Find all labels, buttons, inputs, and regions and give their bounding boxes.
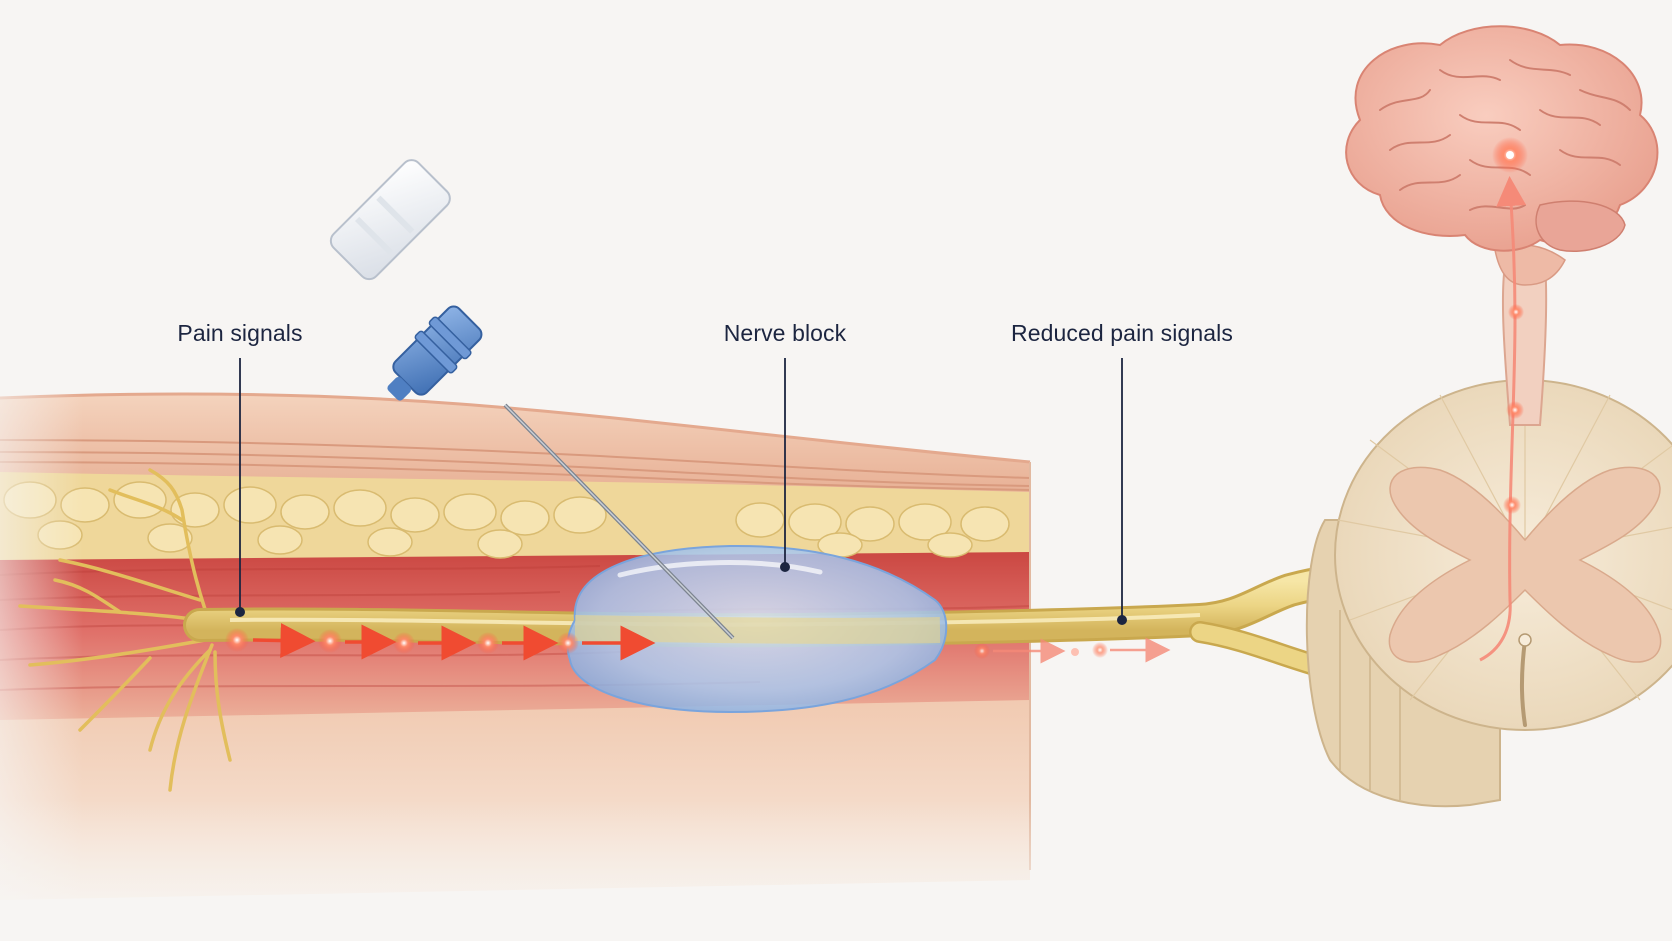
pain-signal-pulses	[225, 623, 656, 661]
pain-signals-label: Pain signals	[177, 320, 303, 346]
nerve-block-label: Nerve block	[723, 320, 847, 346]
spinal-cord-section-icon	[1305, 379, 1672, 808]
leader-lines	[235, 358, 1127, 625]
reduced-pain-signals-label: Reduced pain signals	[1011, 320, 1233, 346]
ascending-signal-dots	[1492, 137, 1528, 514]
syringe-needle-icon	[329, 159, 735, 640]
ascending-signal-path	[1479, 176, 1527, 662]
brain-icon	[1345, 25, 1659, 252]
reduced-signal-pulses	[974, 637, 1171, 664]
